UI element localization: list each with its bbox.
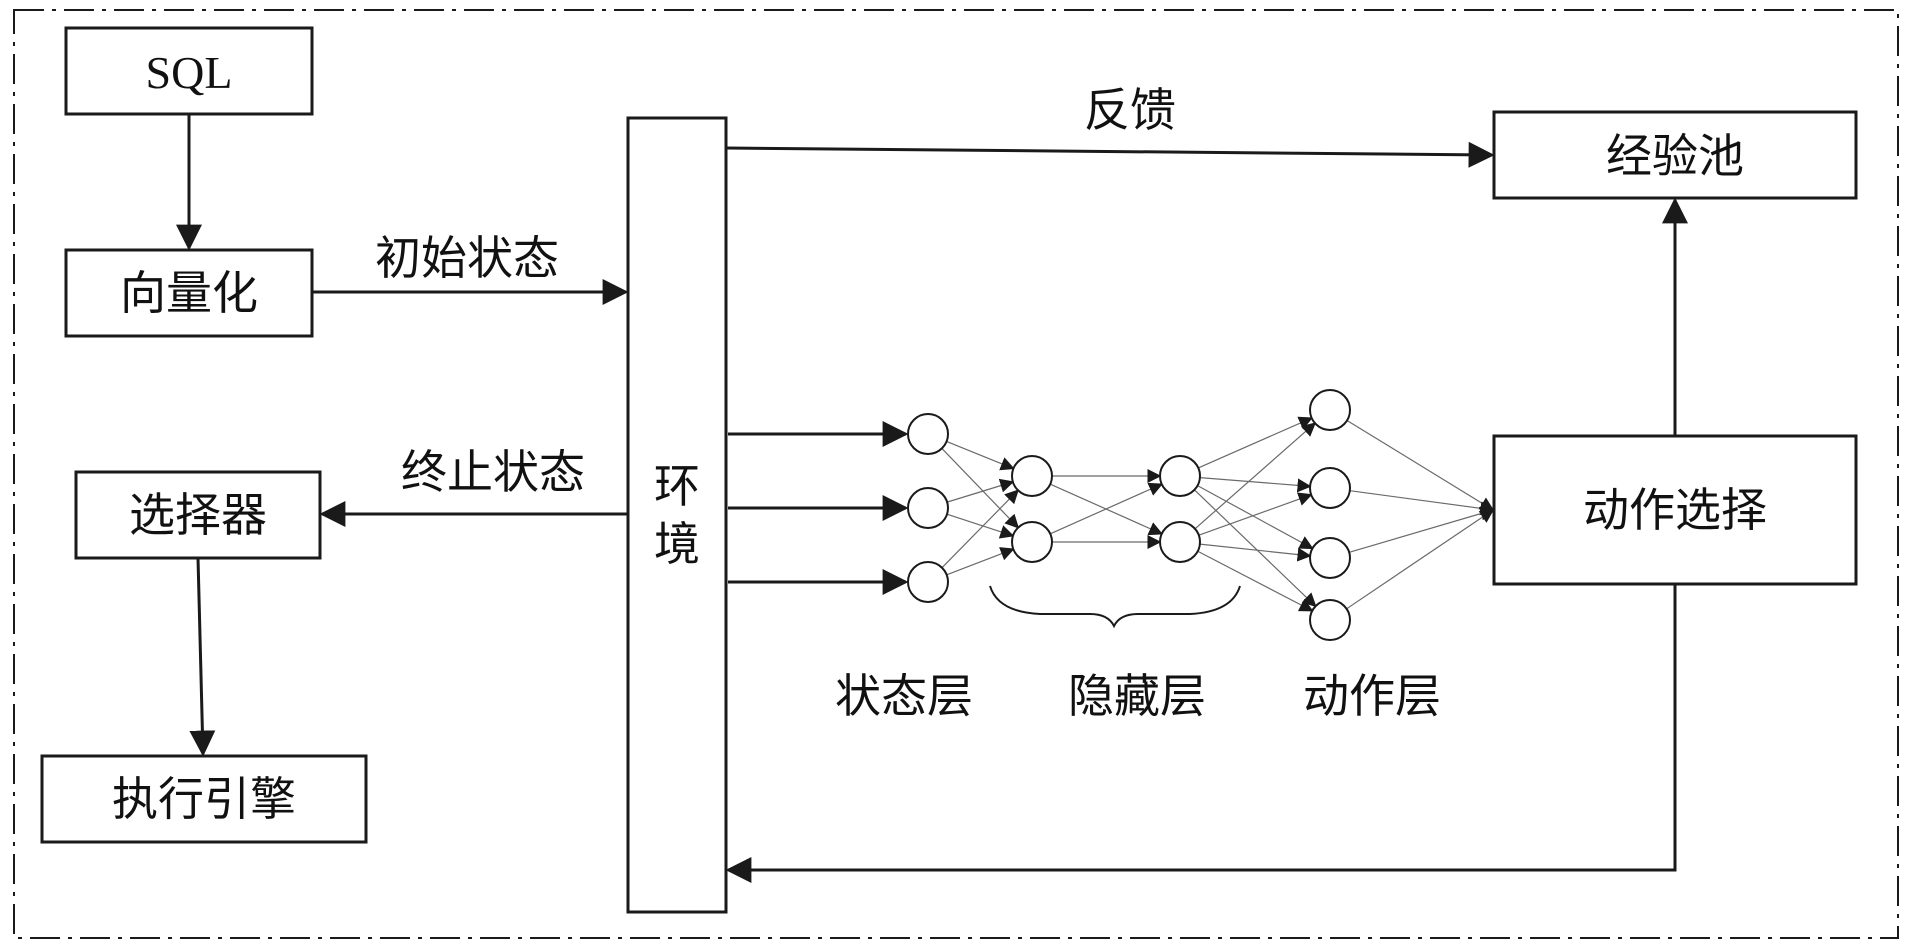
arrow-feedback (725, 141, 1495, 168)
engine-node: 执行引擎 (40, 754, 368, 844)
experience-pool-node: 经验池 (1492, 110, 1858, 200)
action-to-select-link (1349, 506, 1495, 553)
network-link (941, 489, 1019, 569)
hidden-neuron (1011, 521, 1053, 563)
action-neuron (1309, 599, 1351, 641)
feedback-label: 反馈 (1084, 83, 1176, 137)
environment-label-char-1: 环 (654, 459, 700, 513)
sql-node: SQL (64, 26, 314, 116)
environment-node: 环 境 (626, 116, 728, 914)
hidden-neuron (1011, 455, 1053, 497)
arrow-action-to-environment (725, 584, 1677, 883)
network-link (1199, 543, 1312, 562)
hidden-layer-label: 隐藏层 (1068, 669, 1206, 723)
terminal-state-label: 终止状态 (401, 445, 585, 499)
arrow-selector-to-engine (189, 557, 216, 757)
network-link (941, 447, 1020, 529)
selector-label: 选择器 (129, 488, 267, 542)
engine-label: 执行引擎 (112, 772, 296, 826)
vectorize-label: 向量化 (120, 266, 258, 320)
action-neuron (1309, 537, 1351, 579)
network-link (1194, 489, 1317, 608)
network-link (946, 478, 1015, 503)
hidden-layer-brace (989, 585, 1241, 629)
state-neuron (907, 561, 949, 603)
initial-state-label: 初始状态 (375, 231, 559, 285)
action-to-select-link (1349, 490, 1495, 516)
action-neuron (1309, 467, 1351, 509)
experience-pool-label: 经验池 (1606, 129, 1744, 183)
environment-to-state-arrows (728, 421, 909, 595)
hidden-neuron (1159, 521, 1201, 563)
network-neurons (907, 389, 1351, 641)
network-link (1050, 482, 1164, 535)
outer-frame (13, 9, 1899, 939)
network-link (946, 547, 1015, 576)
action-to-select-link (1346, 509, 1495, 610)
action-select-label: 动作选择 (1583, 483, 1767, 537)
network-link (1198, 492, 1313, 536)
state-layer-label: 状态层 (835, 669, 973, 723)
sql-label: SQL (146, 47, 233, 98)
network-links (941, 416, 1495, 612)
network-link (1199, 476, 1312, 493)
environment-label-char-2: 境 (654, 517, 700, 571)
selector-node: 选择器 (74, 470, 322, 560)
action-neuron (1309, 389, 1351, 431)
state-neuron (907, 413, 949, 455)
action-to-select-link (1346, 419, 1495, 511)
state-neuron (907, 487, 949, 529)
vectorize-node: 向量化 (64, 248, 314, 338)
network-link (1197, 550, 1314, 612)
network-link (1194, 422, 1317, 530)
network-link (1197, 485, 1314, 550)
network-link (1198, 416, 1313, 469)
network-link (946, 513, 1015, 539)
hidden-neuron (1159, 455, 1201, 497)
action-layer-label: 动作层 (1303, 669, 1441, 723)
network-link (946, 440, 1015, 471)
action-select-node: 动作选择 (1492, 434, 1858, 586)
